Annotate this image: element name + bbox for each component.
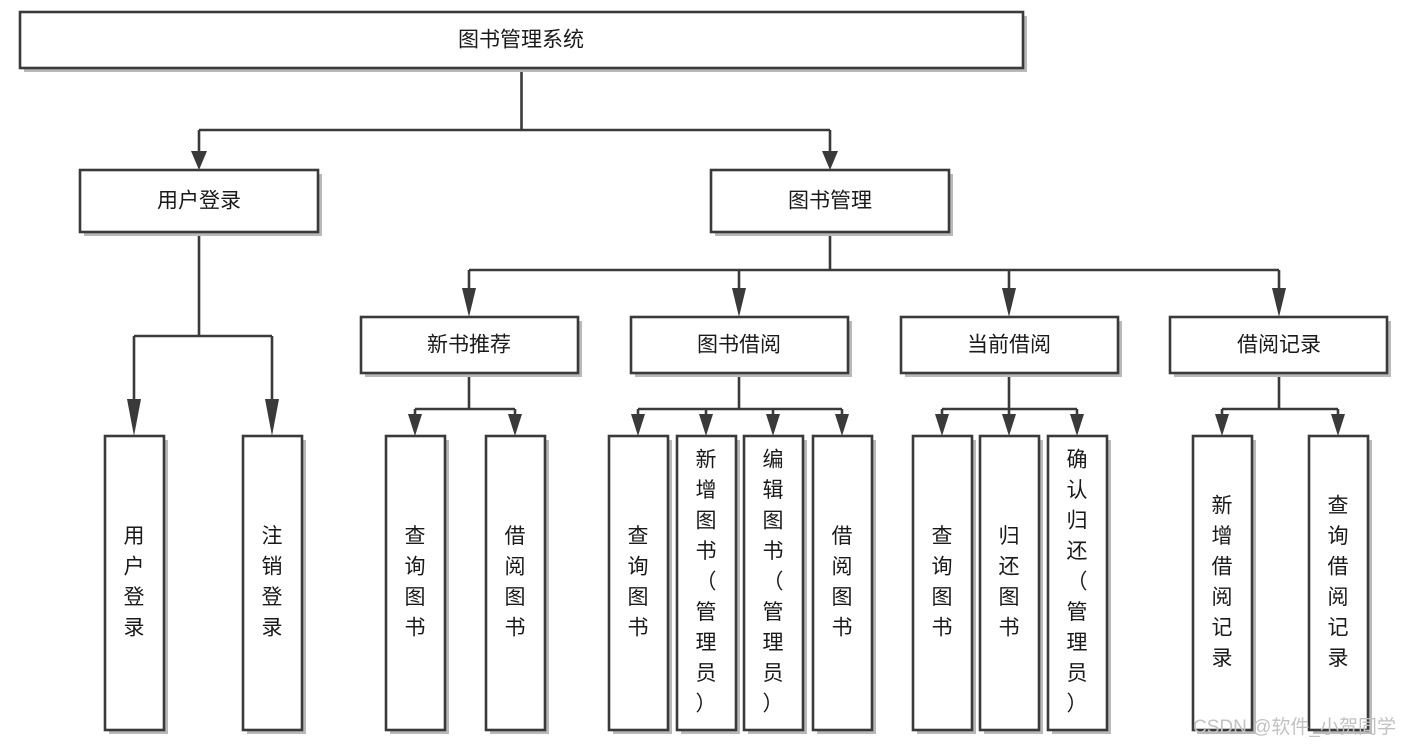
node-book-manage[interactable]: 图书管理	[709, 168, 953, 236]
arrow-bookborrow-c2	[699, 414, 713, 436]
leaf-book-borrow-1[interactable]: 查询图书	[607, 434, 672, 734]
leaf-new-book-2[interactable]: 借阅图书	[484, 434, 549, 734]
arrow-userlogin-child2	[265, 399, 279, 436]
leaf-borrow-record-1[interactable]: 新增借阅记录	[1191, 434, 1256, 734]
node-book-borrow-box[interactable]	[629, 315, 850, 375]
leaf-new-book-2-box[interactable]	[484, 434, 547, 732]
leaf-current-borrow-3-label: 确认归还（管理员）	[1067, 449, 1088, 716]
leaf-book-borrow-4-box[interactable]	[811, 434, 874, 732]
node-book-borrow-label: 图书借阅	[697, 334, 781, 357]
arrow-currentborrow-c1	[935, 414, 949, 436]
arrow-userlogin-child1	[127, 399, 141, 436]
leaf-user-login-1-label: 用户登录	[124, 525, 145, 640]
arrow-to-user-login	[191, 151, 207, 170]
leaf-book-borrow-4[interactable]: 借阅图书	[811, 434, 876, 734]
node-current-borrow[interactable]: 当前借阅	[899, 315, 1122, 377]
leaf-new-book-1[interactable]: 查询图书	[384, 434, 449, 734]
arrow-currentborrow-c2	[1002, 414, 1016, 436]
leaf-current-borrow-2[interactable]: 归还图书	[978, 434, 1043, 734]
node-user-login[interactable]: 用户登录	[78, 168, 322, 236]
leaf-user-login-2[interactable]: 注销登录	[241, 434, 306, 734]
leaf-book-borrow-2-label: 新增图书（管理员）	[696, 449, 717, 716]
node-current-borrow-box[interactable]	[899, 315, 1120, 375]
node-root-box[interactable]	[18, 10, 1025, 70]
leaf-current-borrow-3[interactable]: 确认归还（管理员）	[1046, 434, 1111, 734]
leaf-book-borrow-1-box[interactable]	[607, 434, 670, 732]
arrow-to-book-manage	[822, 151, 838, 170]
arrow-bookborrow-c1	[631, 414, 645, 436]
arrow-to-bookborrow	[732, 288, 746, 317]
leaf-borrow-record-1-label: 新增借阅记录	[1212, 494, 1233, 670]
node-new-book-recommend[interactable]: 新书推荐	[359, 315, 582, 377]
leaf-book-borrow-3[interactable]: 编辑图书（管理员）	[742, 434, 807, 734]
leaf-new-book-1-label: 查询图书	[405, 525, 426, 640]
node-book-borrow[interactable]: 图书借阅	[629, 315, 852, 377]
leaf-book-borrow-2[interactable]: 新增图书（管理员）	[675, 434, 740, 734]
watermark-label: CSDN @软件_小贺同学	[1193, 716, 1396, 738]
connector-layer	[127, 68, 1345, 436]
leaf-book-borrow-2-box[interactable]	[675, 434, 738, 732]
arrow-borrowrecord-c1	[1215, 414, 1229, 436]
leaf-book-borrow-4-label: 借阅图书	[832, 525, 853, 640]
arrow-newbook-c1	[408, 414, 422, 436]
node-borrow-record-box[interactable]	[1168, 315, 1389, 375]
leaf-new-book-1-box[interactable]	[384, 434, 447, 732]
leaf-current-borrow-1-label: 查询图书	[932, 525, 953, 640]
leaf-user-login-2-label: 注销登录	[262, 525, 283, 640]
leaf-current-borrow-2-box[interactable]	[978, 434, 1041, 732]
leaf-borrow-record-2-label: 查询借阅记录	[1328, 494, 1349, 670]
node-new-book-recommend-box[interactable]	[359, 315, 580, 375]
arrow-newbook-c2	[508, 414, 522, 436]
leaf-current-borrow-1-box[interactable]	[911, 434, 974, 732]
leaf-user-login-1[interactable]: 用户登录	[103, 434, 168, 734]
node-current-borrow-label: 当前借阅	[967, 334, 1051, 357]
leaf-borrow-record-1-box[interactable]	[1191, 434, 1254, 732]
node-user-login-box[interactable]	[78, 168, 320, 234]
node-user-login-label: 用户登录	[157, 190, 241, 213]
leaf-current-borrow-1[interactable]: 查询图书	[911, 434, 976, 734]
arrow-currentborrow-c3	[1070, 414, 1084, 436]
leaf-borrow-record-2-box[interactable]	[1307, 434, 1370, 732]
leaf-new-book-2-label: 借阅图书	[505, 525, 526, 640]
node-borrow-record[interactable]: 借阅记录	[1168, 315, 1391, 377]
node-borrow-record-label: 借阅记录	[1237, 334, 1321, 357]
node-book-manage-box[interactable]	[709, 168, 951, 234]
arrow-bookborrow-c3	[766, 414, 780, 436]
arrow-borrowrecord-c2	[1331, 414, 1345, 436]
leaf-user-login-1-box[interactable]	[103, 434, 166, 732]
leaf-book-borrow-3-box[interactable]	[742, 434, 805, 732]
arrow-to-currentborrow	[1002, 288, 1016, 317]
arrow-to-borrowrecord	[1272, 288, 1286, 317]
node-new-book-recommend-label: 新书推荐	[427, 334, 511, 357]
leaf-current-borrow-2-label: 归还图书	[999, 525, 1020, 640]
arrow-bookborrow-c4	[835, 414, 849, 436]
leaf-book-borrow-1-label: 查询图书	[628, 525, 649, 640]
node-book-manage-label: 图书管理	[788, 190, 872, 213]
leaf-user-login-2-box[interactable]	[241, 434, 304, 732]
leaf-borrow-record-2[interactable]: 查询借阅记录	[1307, 434, 1372, 734]
node-root-label: 图书管理系统	[458, 29, 584, 52]
arrow-to-newbook	[462, 288, 476, 317]
leaf-current-borrow-3-box[interactable]	[1046, 434, 1109, 732]
node-root[interactable]: 图书管理系统	[18, 10, 1027, 72]
leaf-book-borrow-3-label: 编辑图书（管理员）	[763, 449, 784, 716]
